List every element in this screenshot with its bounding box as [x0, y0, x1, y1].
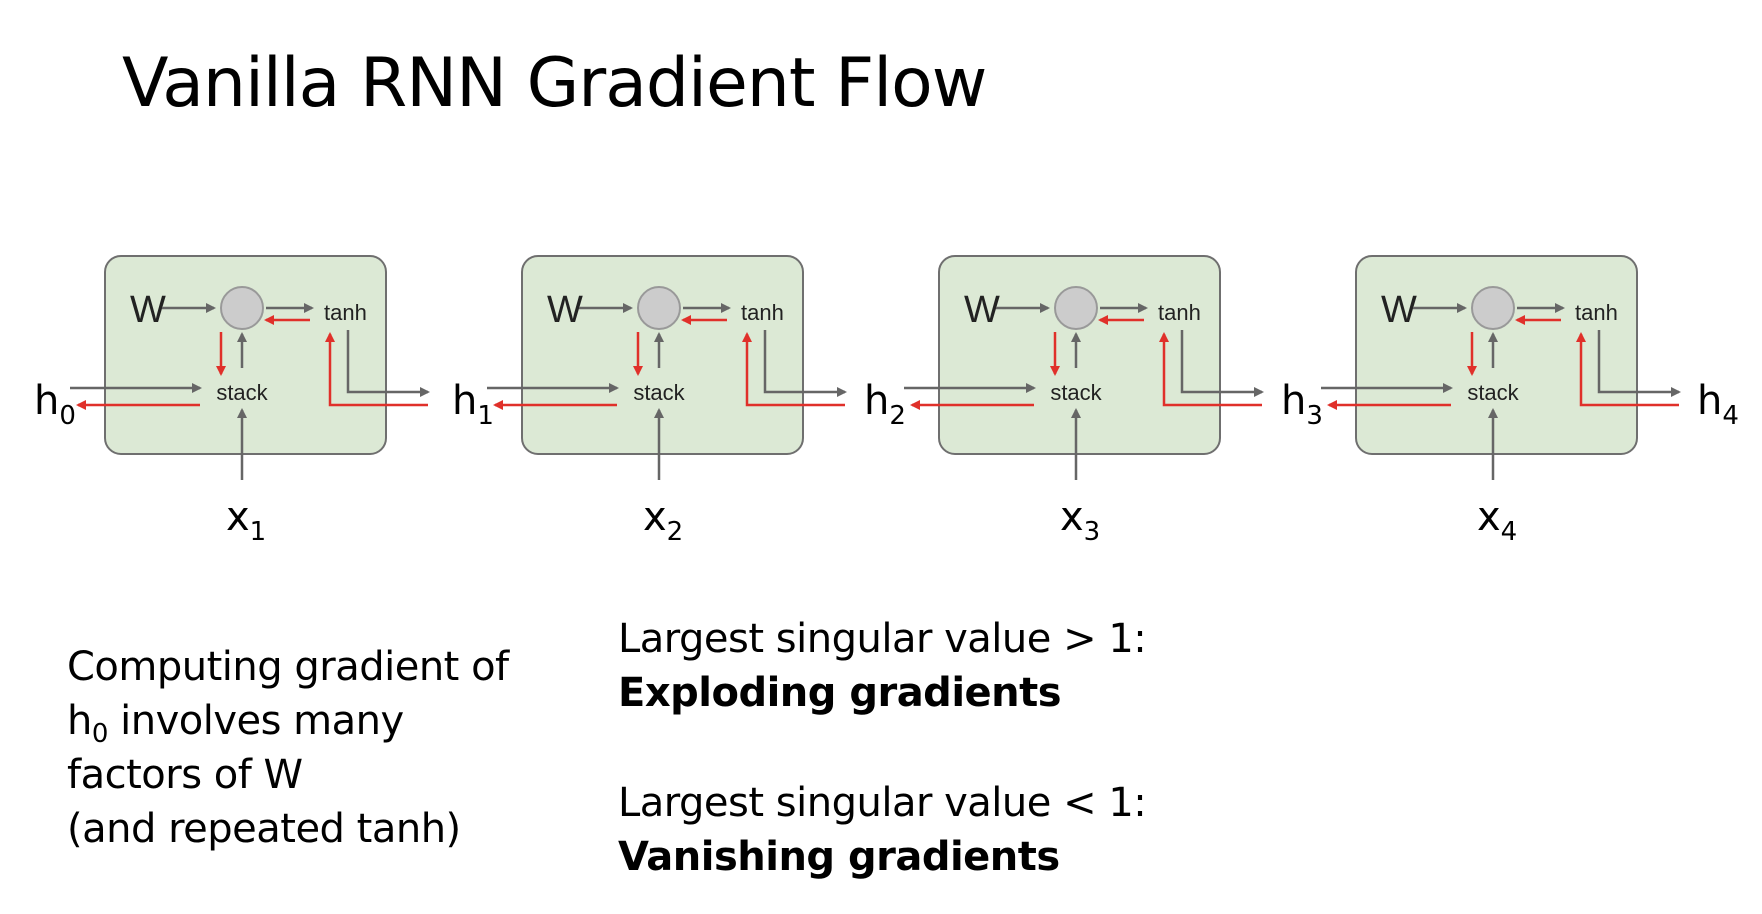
note-line-4: (and repeated tanh) [67, 806, 461, 852]
gradient-explanation: Computing gradient of h0 involves many f… [67, 640, 509, 856]
vanishing-label: Vanishing gradients [618, 834, 1060, 880]
w-label: W [547, 289, 583, 331]
note-line-3: factors of W [67, 752, 303, 798]
stack-label: stack [1467, 380, 1519, 405]
hidden-state-label-h3: h3 [1281, 378, 1323, 431]
multiply-node [1054, 286, 1098, 330]
multiply-node [220, 286, 264, 330]
singular-value-notes: Largest singular value > 1: Exploding gr… [618, 612, 1147, 884]
page-title: Vanilla RNN Gradient Flow [122, 44, 987, 123]
multiply-node [1471, 286, 1515, 330]
hidden-out-grad-arrow [742, 332, 845, 407]
input-label-x3: x3 [1060, 494, 1100, 547]
note-line-1: Computing gradient of [67, 644, 509, 690]
cell-box [521, 255, 804, 455]
input-label-x2: x2 [643, 494, 683, 547]
hidden-out-grad-arrow [1576, 332, 1679, 407]
input-label-x1: x1 [226, 494, 266, 547]
tanh-to-hidden-out-arrow [763, 330, 847, 397]
tanh-label: tanh [1575, 300, 1618, 325]
tanh-label: tanh [324, 300, 367, 325]
note-h-sub: 0 [91, 719, 109, 749]
cell-box [104, 255, 387, 455]
tanh-to-hidden-out-arrow [1597, 330, 1681, 397]
tanh-label: tanh [1158, 300, 1201, 325]
stack-label: stack [1050, 380, 1102, 405]
multiply-node [637, 286, 681, 330]
hidden-state-label-h1: h1 [452, 378, 494, 431]
hidden-out-grad-arrow [1159, 332, 1262, 407]
note-line-2: h0 involves many [67, 694, 509, 748]
stack-label: stack [633, 380, 685, 405]
w-label: W [964, 289, 1000, 331]
hidden-out-grad-arrow [325, 332, 428, 407]
exploding-label: Exploding gradients [618, 670, 1062, 716]
exploding-condition: Largest singular value > 1: [618, 616, 1147, 662]
w-label: W [1381, 289, 1417, 331]
stack-label: stack [216, 380, 268, 405]
note-line-2-rest: involves many [107, 698, 404, 744]
hidden-state-label-h0: h0 [34, 378, 76, 431]
cell-box [938, 255, 1221, 455]
cell-box [1355, 255, 1638, 455]
hidden-state-label-h2: h2 [864, 378, 906, 431]
tanh-to-hidden-out-arrow [346, 330, 430, 397]
tanh-to-hidden-out-arrow [1180, 330, 1264, 397]
tanh-label: tanh [741, 300, 784, 325]
hidden-state-label-h4: h4 [1697, 378, 1739, 431]
w-label: W [130, 289, 166, 331]
vanishing-condition: Largest singular value < 1: [618, 780, 1147, 826]
note-h-base: h [67, 698, 92, 744]
input-label-x4: x4 [1477, 494, 1517, 547]
